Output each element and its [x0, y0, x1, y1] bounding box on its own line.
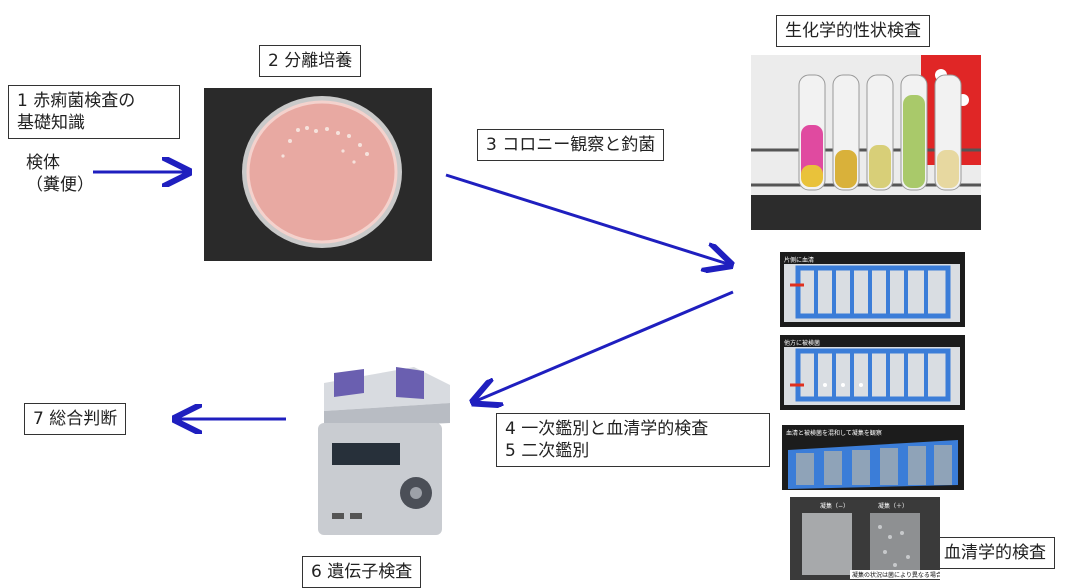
slide-photo-bacteria: 他方に被検菌 — [780, 335, 965, 410]
slide-photo-mixed: 血清と被検菌を混和して凝集を観察 — [782, 425, 964, 490]
step1-label: 1 赤痢菌検査の 基礎知識 — [8, 85, 180, 139]
arrow-identification-to-gene — [476, 290, 734, 401]
slide2-caption: 他方に被検菌 — [784, 340, 821, 347]
agglutination-result-photo: 凝集（−） 凝集（＋） 凝集の状況は菌により異なる場合がある — [790, 497, 940, 580]
step7-label: 7 総合判断 — [24, 403, 127, 435]
step45-label: 4 一次鑑別と血清学的検査 5 二次鑑別 — [496, 413, 770, 467]
pos-caption: 凝集（＋） — [878, 503, 909, 510]
biochem-label: 生化学的性状検査 — [776, 15, 930, 47]
slide1-caption: 片側に血清 — [784, 257, 815, 264]
biochemical-tubes-photo — [751, 55, 981, 230]
serology-label: 血清学的検査 — [935, 537, 1055, 569]
specimen-label: 検体 （糞便） — [26, 153, 94, 195]
thermal-cycler-photo — [304, 363, 458, 541]
note-caption: 凝集の状況は菌により異なる場合がある — [850, 570, 940, 579]
agar-plate-photo — [204, 88, 432, 261]
slide3-caption: 血清と被検菌を混和して凝集を観察 — [786, 430, 882, 437]
step3-label: 3 コロニー観察と釣菌 — [477, 129, 665, 161]
arrow-culture-to-identification — [445, 173, 728, 264]
slide-photo-serum: 片側に血清 — [780, 252, 965, 327]
step6-label: 6 遺伝子検査 — [302, 556, 422, 588]
step2-label: 2 分離培養 — [259, 45, 362, 77]
neg-caption: 凝集（−） — [820, 503, 850, 510]
